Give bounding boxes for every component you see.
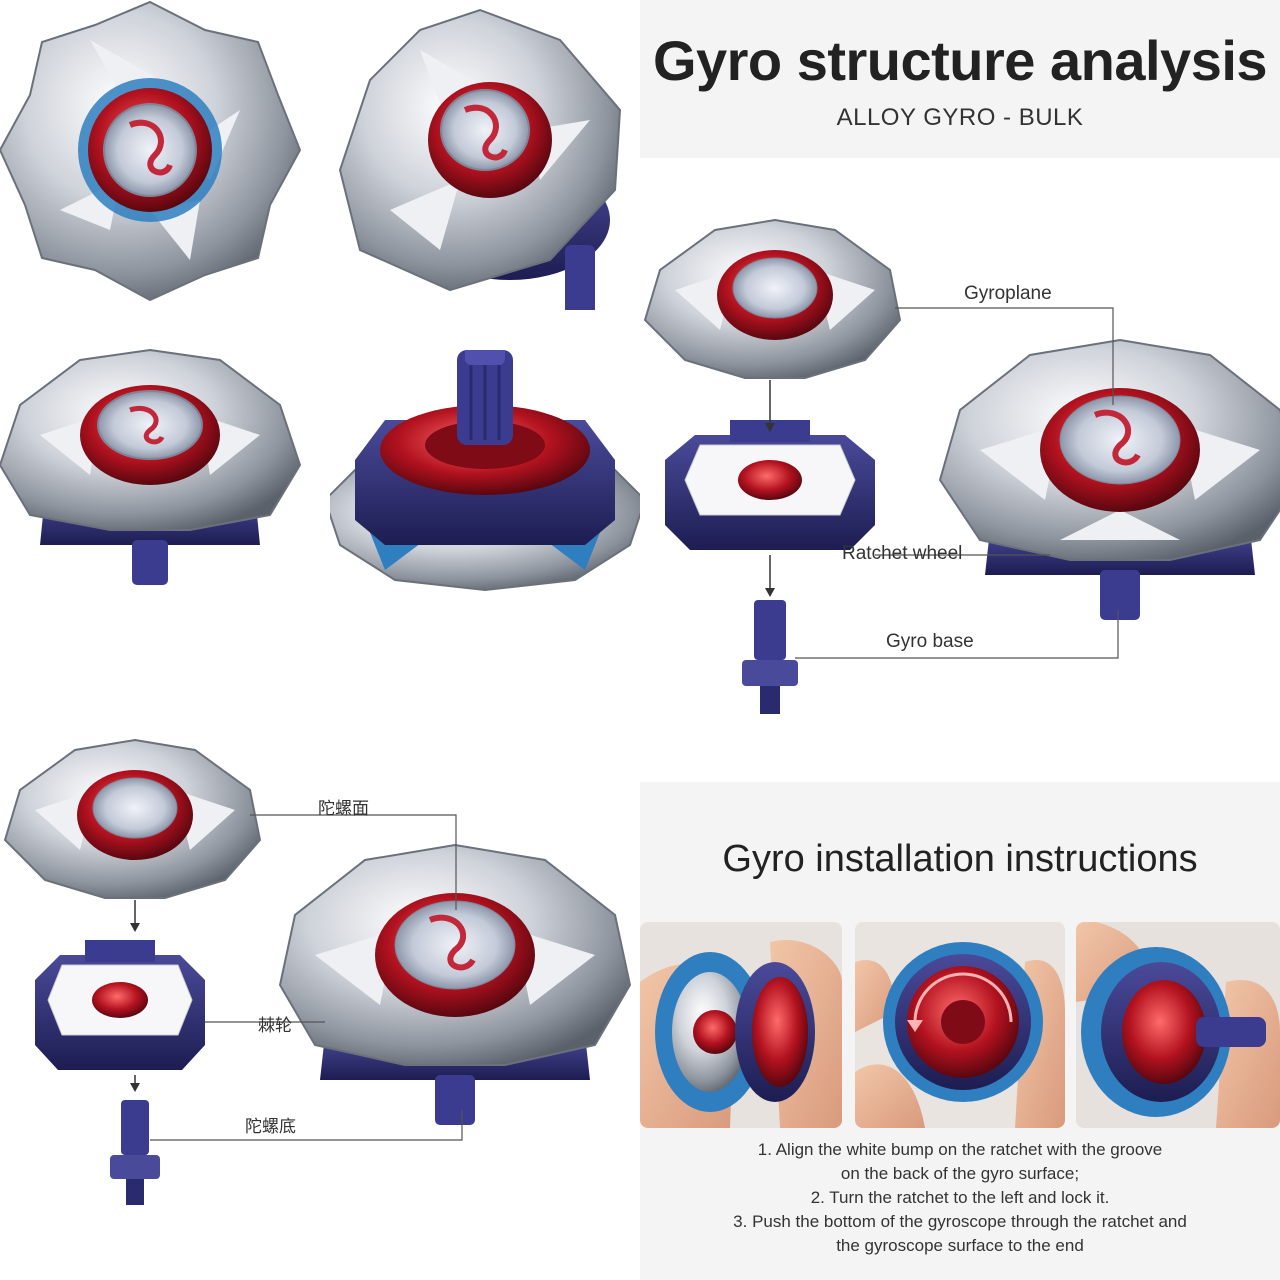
installation-title: Gyro installation instructions: [722, 838, 1198, 880]
page-subtitle: ALLOY GYRO - BULK: [836, 104, 1084, 131]
installation-step-3-photo: [1076, 922, 1280, 1128]
installation-step-1-photo: [640, 922, 842, 1128]
gyro-side-view-image: [0, 348, 302, 585]
title-panel: [640, 0, 1280, 158]
exploded-diagram-cn: [3, 738, 632, 1205]
installation-step-line: on the back of the gyro surface;: [840, 1164, 1080, 1183]
gyro-top-view-image: [0, 0, 302, 302]
gyro-underside-view-image: [330, 350, 640, 592]
exploded-diagram-en: [643, 218, 1280, 714]
exploded-gyro-base-image: [742, 600, 798, 714]
label-gyro-base-en: Gyro base: [886, 631, 974, 652]
label-gyro-base-cn: 陀螺底: [245, 1117, 296, 1136]
label-gyroplane-en: Gyroplane: [964, 283, 1052, 304]
installation-step-line: the gyroscope surface to the end: [836, 1236, 1084, 1255]
exploded-ratchet-cn-image: [35, 940, 205, 1070]
installation-step-2-photo: [855, 922, 1065, 1128]
gyro-angled-view-image: [338, 8, 622, 310]
label-ratchet-wheel-en: Ratchet wheel: [842, 543, 963, 564]
exploded-gyroplane-cn-image: [3, 738, 262, 899]
exploded-gyroplane-image: [643, 218, 902, 379]
label-ratchet-cn: 棘轮: [258, 1016, 292, 1035]
installation-step-line: 2. Turn the ratchet to the left and lock…: [810, 1188, 1110, 1207]
exploded-ratchet-wheel-image: [665, 420, 875, 550]
installation-steps: 1. Align the white bump on the ratchet w…: [660, 1138, 1260, 1258]
exploded-gyro-base-cn-image: [110, 1100, 160, 1205]
installation-step-line: 3. Push the bottom of the gyroscope thro…: [733, 1212, 1187, 1231]
label-gyroplane-cn: 陀螺面: [318, 799, 369, 818]
assembled-gyro-image: [938, 338, 1280, 620]
installation-step-line: 1. Align the white bump on the ratchet w…: [757, 1140, 1163, 1159]
assembled-gyro-cn-image: [278, 843, 632, 1125]
page-title: Gyro structure analysis: [652, 29, 1268, 92]
